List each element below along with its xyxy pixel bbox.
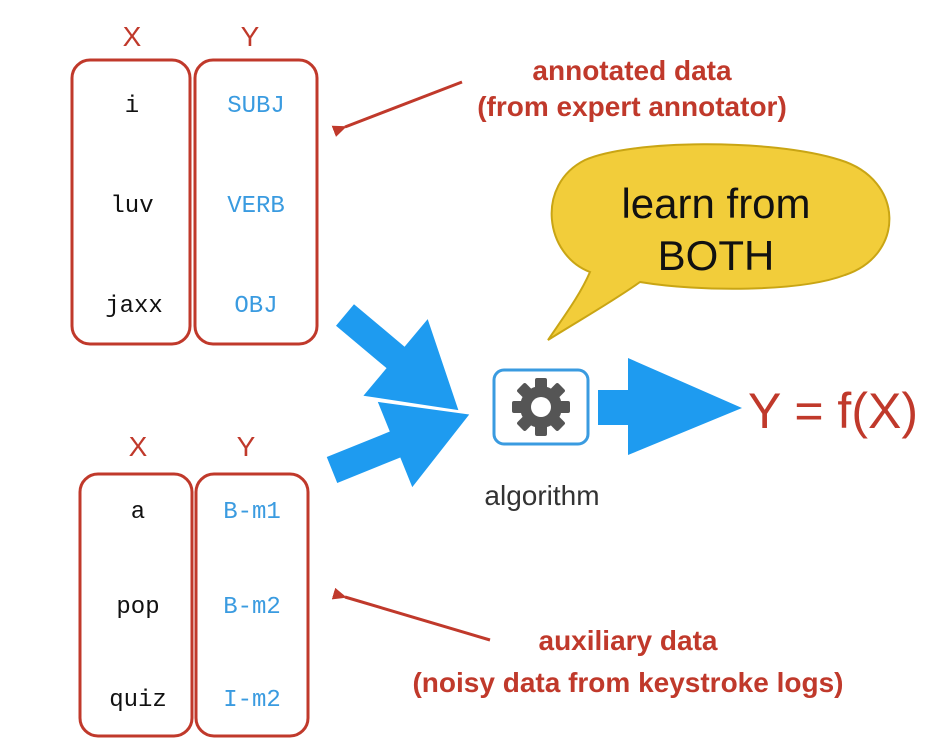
top-row-1-y: SUBJ bbox=[227, 93, 285, 120]
top-x-header: X bbox=[123, 21, 142, 52]
top-y-column-box bbox=[193, 58, 319, 346]
annotated-data-subtitle: (from expert annotator) bbox=[477, 91, 787, 122]
top-row-1-x: i bbox=[125, 93, 139, 120]
algorithm-box bbox=[492, 368, 590, 446]
bottom-row-3-y: I-m2 bbox=[223, 687, 281, 714]
bubble-line-2: BOTH bbox=[658, 232, 775, 279]
top-row-3-x: jaxx bbox=[105, 293, 163, 320]
bottom-row-1-y: B-m1 bbox=[223, 499, 281, 526]
output-arrow bbox=[598, 358, 742, 455]
bottom-row-2-x: pop bbox=[116, 594, 159, 621]
top-x-column-box bbox=[70, 58, 192, 346]
bottom-row-1-x: a bbox=[131, 499, 145, 526]
bottom-row-2-y: B-m2 bbox=[223, 594, 281, 621]
bottom-row-3-x: quiz bbox=[109, 687, 167, 714]
top-row-2-y: VERB bbox=[227, 193, 285, 220]
bubble-line-1: learn from bbox=[621, 180, 810, 227]
top-row-3-y: OBJ bbox=[234, 293, 277, 320]
annotated-data-title: annotated data bbox=[532, 55, 732, 86]
bottom-x-header: X bbox=[129, 431, 148, 462]
top-y-header: Y bbox=[241, 21, 260, 52]
top-table: X Y i SUBJ luv VERB jaxx OBJ bbox=[70, 21, 319, 346]
input-arrow-top bbox=[336, 304, 459, 411]
gear-icon bbox=[512, 378, 570, 436]
bottom-table: X Y a B-m1 pop B-m2 quiz I-m2 bbox=[78, 431, 310, 738]
algorithm-label: algorithm bbox=[484, 480, 599, 511]
auxiliary-pointer-arrow bbox=[331, 587, 491, 642]
speech-bubble-shape bbox=[547, 143, 891, 341]
bottom-y-header: Y bbox=[237, 431, 256, 462]
bottom-y-column-box bbox=[194, 472, 310, 738]
annotated-pointer-arrow bbox=[331, 80, 463, 137]
auxiliary-data-subtitle: (noisy data from keystroke logs) bbox=[412, 667, 843, 698]
auxiliary-data-title: auxiliary data bbox=[539, 625, 718, 656]
input-arrow-bottom bbox=[326, 401, 470, 488]
top-row-2-x: luv bbox=[110, 193, 153, 220]
bottom-x-column-box bbox=[78, 472, 194, 738]
speech-bubble: learn from BOTH bbox=[547, 143, 891, 341]
output-formula: Y = f(X) bbox=[748, 383, 918, 439]
